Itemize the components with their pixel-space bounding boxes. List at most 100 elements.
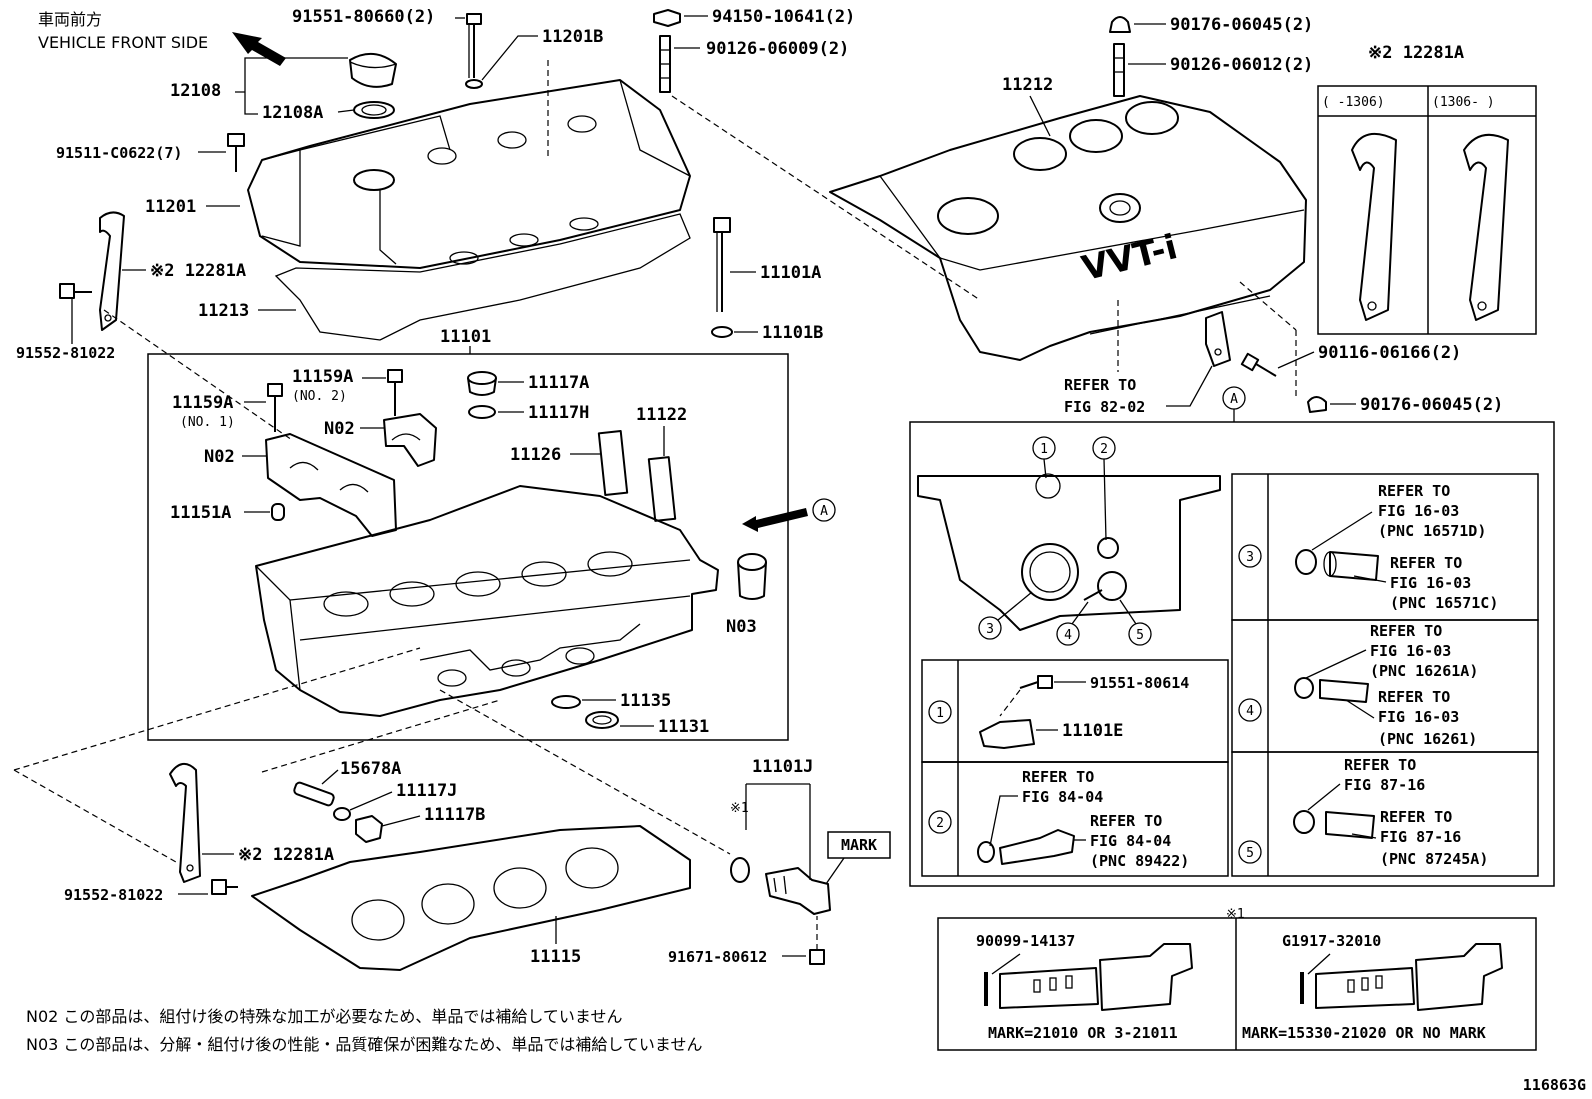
label-11101J: 11101J	[752, 757, 813, 777]
hanger-variant-old-icon	[1351, 132, 1397, 321]
row-5-callout: 5	[1246, 846, 1254, 861]
oil-control-valve-icon	[765, 867, 831, 915]
label-refer-82-line2: FIG 82-02	[1064, 398, 1145, 416]
row-3-callout: 3	[1246, 550, 1254, 565]
label-90126-06012: 90126-06012(2)	[1170, 55, 1313, 75]
detail-row-5	[1231, 751, 1539, 877]
label-90126-06009: 90126-06009(2)	[706, 39, 849, 59]
label-12108A: 12108A	[262, 103, 323, 123]
stud-90126-06012-icon	[1113, 43, 1125, 97]
label-11212: 11212	[1002, 75, 1053, 95]
label-A-arrow: A	[820, 504, 828, 519]
oil-filler-cap-icon	[349, 53, 397, 119]
note-n03: N03 この部品は、分解・組付け後の性能・品質確保が困難なため、単品では補給して…	[26, 1035, 702, 1054]
front-side-en: VEHICLE FRONT SIDE	[38, 33, 208, 52]
label-11135: 11135	[620, 691, 671, 711]
bolt-91511-C0622-icon	[227, 133, 245, 172]
label-94150-10641: 94150-10641(2)	[712, 7, 855, 27]
callout-a-circle	[812, 498, 836, 522]
ocv-variant-left-icon	[984, 943, 1193, 1011]
label-no1-note: (NO. 1)	[180, 415, 235, 430]
label-range-2: (1306- )	[1432, 95, 1495, 110]
valve-cover-icon	[247, 79, 691, 269]
valve-cover-gasket-icon	[274, 213, 691, 341]
head-gasket-icon	[251, 825, 691, 971]
label-N02-b: N02	[204, 447, 235, 467]
o-ring-icon	[730, 857, 750, 883]
bolt-11159A-no2-icon	[387, 369, 403, 416]
note-n02: N02 この部品は、組付け後の特殊な加工が必要なため、単品では補給していません	[26, 1007, 622, 1026]
bolt-91671-80612-icon	[809, 916, 825, 965]
front-direction-arrow-icon	[232, 32, 286, 66]
union-15678A-icon	[293, 781, 335, 807]
nut-90176-bottom-icon	[1307, 396, 1327, 413]
sensor-row2-icon	[999, 829, 1075, 865]
cover-logo-text: VVT-i	[1078, 227, 1181, 289]
label-11101E: 11101E	[1062, 721, 1123, 741]
label-12281A-bottom: ※2 12281A	[238, 845, 334, 865]
label-G1917-32010: G1917-32010	[1282, 932, 1381, 950]
svg-text:1: 1	[1040, 442, 1048, 457]
spark-plug-tube-11122-icon	[647, 456, 677, 522]
stud-90126-06009-icon	[659, 35, 671, 93]
bolt-91551-80614-icon	[1019, 675, 1053, 689]
label-mark: MARK	[841, 836, 877, 854]
bolt-91552-81022-top-icon	[59, 283, 92, 299]
label-11131: 11131	[658, 717, 709, 737]
label-A-circle: A	[1230, 392, 1238, 407]
engine-cover-icon	[829, 95, 1307, 361]
figure-id: 116863G	[1523, 1076, 1586, 1094]
clamp-hose-row5-icon	[1293, 810, 1375, 839]
label-right-mark: MARK=15330-21020 OR NO MARK	[1242, 1024, 1486, 1042]
label-11117H: 11117H	[528, 403, 589, 423]
label-11159A-no2: 11159A	[292, 367, 353, 387]
engine-hanger-left-icon	[99, 211, 125, 331]
ocv-variant-right-icon	[1300, 943, 1503, 1011]
camshaft-bearing-cap-icon	[383, 413, 437, 467]
cylinder-head-icon	[255, 485, 719, 717]
row-2-refer-b3: (PNC 89422)	[1090, 852, 1189, 870]
label-left-mark: MARK=21010 OR 3-21011	[988, 1024, 1178, 1042]
label-x1-note: ※1	[730, 801, 749, 816]
svg-text:2: 2	[1100, 442, 1108, 457]
row-4-a3: (PNC 16261A)	[1370, 662, 1478, 680]
valve-variants-frame	[937, 917, 1537, 1051]
dowel-pin-icon	[271, 503, 285, 521]
view-a-arrow-icon	[742, 508, 808, 532]
label-90099-14137: 90099-14137	[976, 932, 1075, 950]
nut-90176-top-icon	[1109, 16, 1131, 33]
sensor-11101E-icon	[979, 719, 1035, 749]
mark-box	[827, 831, 891, 859]
engine-hanger-bottom-icon	[169, 763, 201, 883]
label-91552-81022-bottom: 91552-81022	[64, 886, 163, 904]
washer-11101B-icon	[711, 326, 733, 338]
seal-11135-icon	[551, 695, 581, 709]
bolt-91552-81022-bottom-icon	[211, 879, 238, 895]
label-12108: 12108	[170, 81, 221, 101]
row-1-callout: 1	[936, 706, 944, 721]
row-4-a2: FIG 16-03	[1370, 642, 1451, 660]
label-N03: N03	[726, 617, 757, 637]
label-91551-80660: 91551-80660(2)	[292, 7, 435, 27]
label-11201: 11201	[145, 197, 196, 217]
spark-plug-tube-11126-icon	[597, 430, 629, 496]
washer-row2-icon	[977, 841, 995, 863]
cylinder-head-frame	[147, 353, 789, 741]
camshaft-housing-icon	[265, 433, 397, 537]
label-11101B: 11101B	[762, 323, 823, 343]
label-11115: 11115	[530, 947, 581, 967]
label-11159A-no1: 11159A	[172, 393, 233, 413]
row-3-b1: REFER TO	[1390, 554, 1462, 572]
row-2-refer-b2: FIG 84-04	[1090, 832, 1171, 850]
row-4-b3: (PNC 16261)	[1378, 730, 1477, 748]
clamp-hose-row4-icon	[1294, 677, 1369, 703]
front-side-jp: 車両前方	[38, 10, 102, 29]
plug-11117A-icon	[467, 371, 497, 396]
plug-11117B-icon	[355, 815, 383, 843]
row-2-callout: 2	[936, 816, 944, 831]
label-11213: 11213	[198, 301, 249, 321]
head-bolt-11101A-icon	[713, 217, 731, 312]
row-4-b1: REFER TO	[1378, 688, 1450, 706]
row-4-callout: 4	[1246, 704, 1254, 719]
